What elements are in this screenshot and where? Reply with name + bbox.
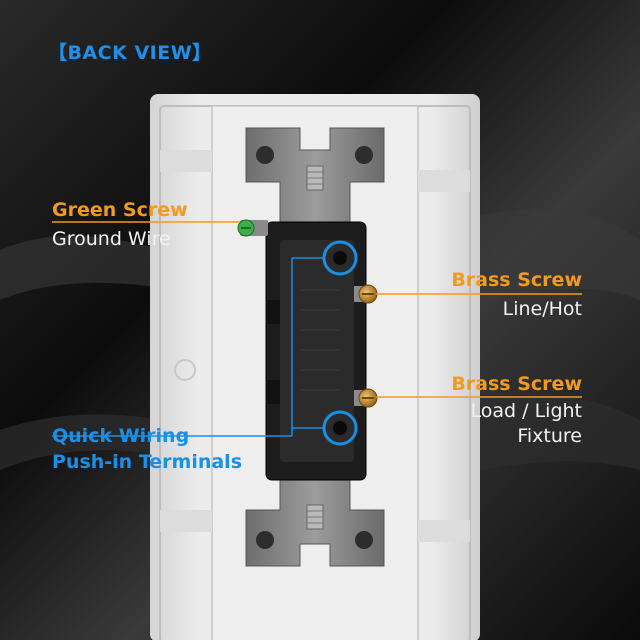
green-screw-icon <box>237 219 268 237</box>
push-in-label-1: Quick Wiring <box>52 425 190 447</box>
brass-screw-load-label: Brass Screw <box>451 373 582 395</box>
push-in-label-2: Push-in Terminals <box>52 451 242 473</box>
mounting-screw-top <box>306 165 324 191</box>
brass-screw-load-icon <box>354 388 378 408</box>
brass-screw-line-label: Brass Screw <box>451 269 582 291</box>
page-title: 【BACK VIEW】 <box>48 42 212 64</box>
leader-line-push-in <box>52 257 324 437</box>
brass-screw-load-subtitle-2: Fixture <box>517 425 582 447</box>
green-screw-subtitle: Ground Wire <box>52 228 171 250</box>
brass-screw-line-subtitle: Line/Hot <box>502 298 582 320</box>
mounting-screw-bottom <box>306 504 324 530</box>
green-screw-label: Green Screw <box>52 199 188 221</box>
switch-body <box>265 221 367 481</box>
brass-screw-line-icon <box>354 284 378 304</box>
brass-screw-load-subtitle-1: Load / Light <box>470 400 582 422</box>
